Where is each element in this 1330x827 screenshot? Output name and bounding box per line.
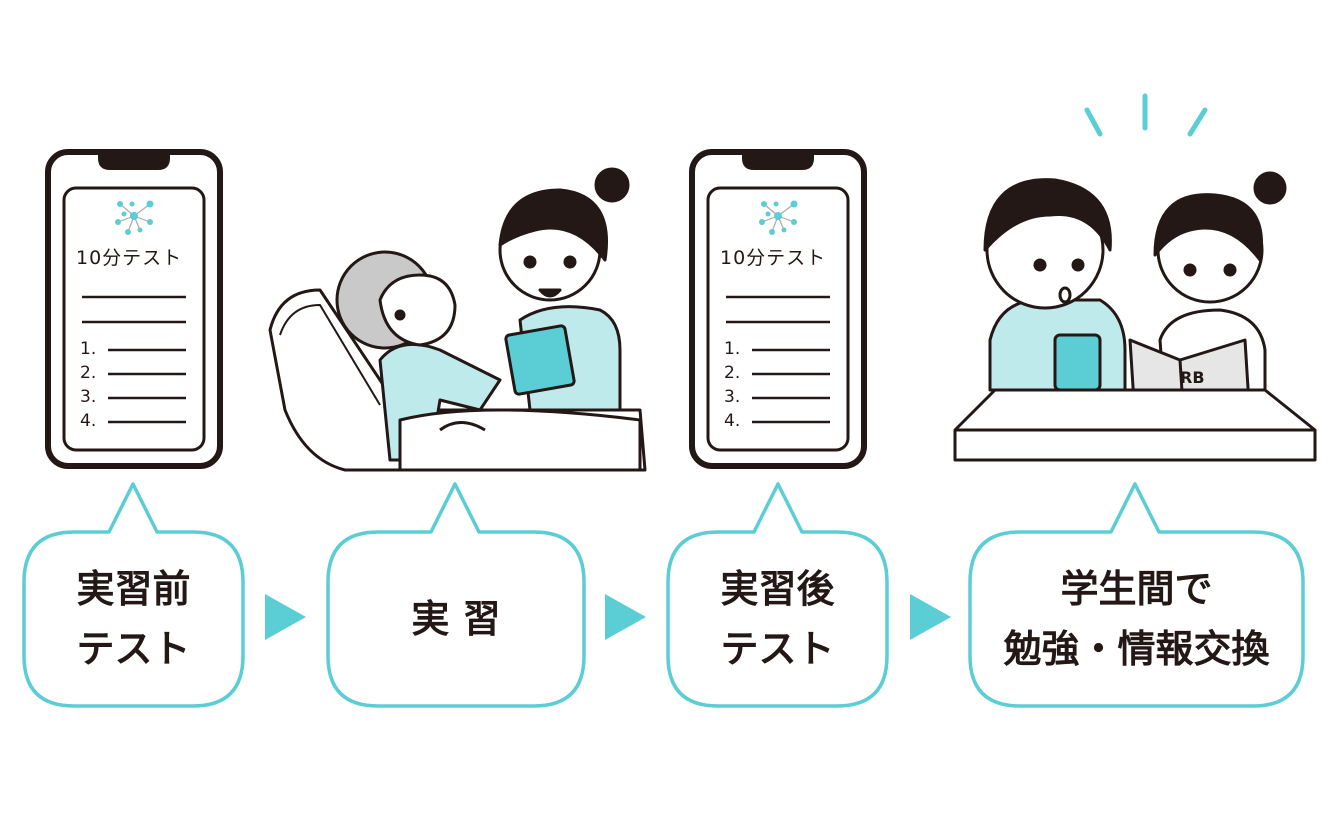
list-number: 1. xyxy=(80,339,97,359)
arrow-right-icon xyxy=(265,594,306,640)
book-label: RB xyxy=(1180,368,1205,387)
arrow-right-icon xyxy=(910,594,951,640)
arrow-right-icon xyxy=(605,594,646,640)
bubble-step-1 xyxy=(22,482,245,708)
step-4-label: 学生間で 勉強・情報交換 xyxy=(1003,567,1270,671)
list-number: 3. xyxy=(80,387,97,407)
step-2-label: 実 習 xyxy=(411,597,501,641)
list-number: 4. xyxy=(724,411,741,431)
list-number: 2. xyxy=(724,363,741,383)
phone-test-before xyxy=(48,152,220,466)
bubble-step-2 xyxy=(326,482,586,708)
bubble-step-4 xyxy=(968,482,1305,708)
bubble-step-3 xyxy=(666,482,889,708)
practicum-illustration xyxy=(268,167,647,472)
list-number: 1. xyxy=(724,339,741,359)
step-3-label: 実習後 テスト xyxy=(720,567,835,671)
list-number: 4. xyxy=(80,411,97,431)
list-number: 3. xyxy=(724,387,741,407)
phone-test-after xyxy=(692,152,864,466)
study-exchange-illustration xyxy=(953,93,1317,462)
step-1-label: 実習前 テスト xyxy=(76,567,191,671)
phone-title: 10分テスト xyxy=(76,247,183,269)
phone-title: 10分テスト xyxy=(720,247,827,269)
list-number: 2. xyxy=(80,363,97,383)
